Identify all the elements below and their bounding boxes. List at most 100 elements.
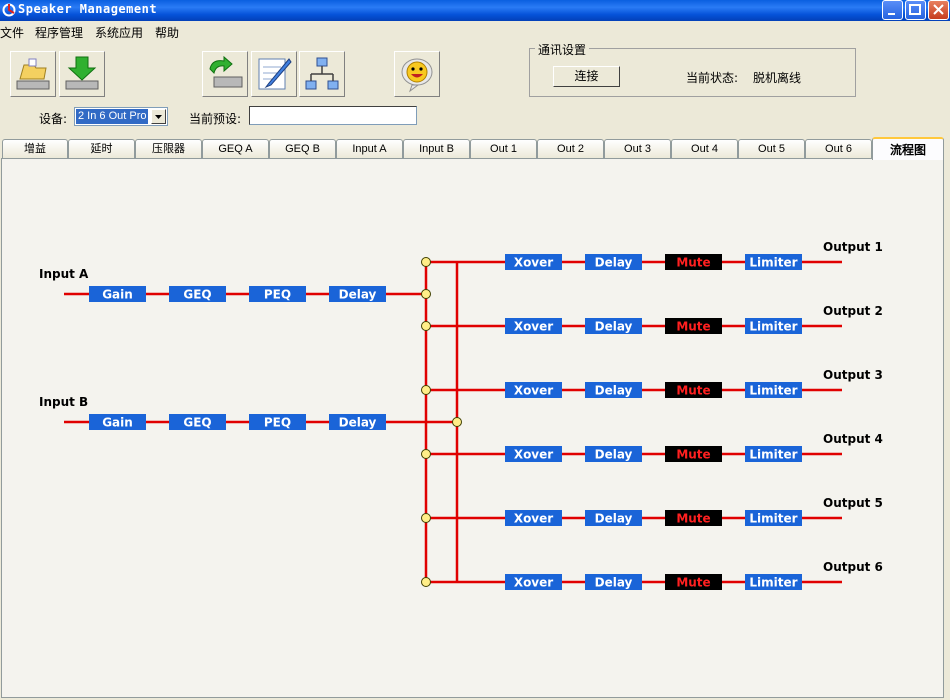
tab-out-6[interactable]: Out 6	[805, 139, 872, 158]
output-3-delay-block[interactable]	[585, 382, 642, 398]
menu-program[interactable]: 程序管理	[35, 26, 84, 40]
preset-field[interactable]	[249, 106, 417, 125]
output-1-limiter-block[interactable]	[745, 254, 802, 270]
input-1-gain-block[interactable]	[89, 286, 146, 302]
device-label: 设备:	[39, 112, 68, 126]
open-folder-icon	[16, 58, 50, 90]
output-4-mute-block[interactable]	[665, 446, 722, 462]
status-value: 脱机离线	[753, 71, 802, 85]
tab-out-1[interactable]: Out 1	[470, 139, 537, 158]
title-bar[interactable]: Speaker Management	[0, 0, 950, 21]
menu-system[interactable]: 系统应用	[95, 26, 144, 40]
output-2-limiter-block[interactable]	[745, 318, 802, 334]
minimize-button[interactable]	[882, 0, 903, 20]
output-4-delay-block[interactable]	[585, 446, 642, 462]
output-1-xover-block[interactable]	[505, 254, 562, 270]
output-3-limiter-block[interactable]	[745, 382, 802, 398]
input-1-peq-block[interactable]	[249, 286, 306, 302]
open-file-button[interactable]	[10, 51, 56, 97]
output-1-mute-block[interactable]	[665, 254, 722, 270]
output-4-delay-label: Delay	[595, 448, 633, 462]
window-title: Speaker Management	[18, 2, 158, 16]
tab-out-2[interactable]: Out 2	[537, 139, 604, 158]
output-2-mute-block[interactable]	[665, 318, 722, 334]
output-5-xover-block[interactable]	[505, 510, 562, 526]
download-button[interactable]	[59, 51, 105, 97]
device-select-arrow[interactable]	[151, 109, 166, 124]
input-2-gain-label: Gain	[102, 416, 133, 430]
comm-settings-group	[529, 48, 856, 97]
output-1-delay-block[interactable]	[585, 254, 642, 270]
output-3-xover-block[interactable]	[505, 382, 562, 398]
tab-out-4[interactable]: Out 4	[671, 139, 738, 158]
edit-button[interactable]	[251, 51, 297, 97]
tab-geq-a[interactable]: GEQ A	[202, 139, 269, 158]
output-6-delay-label: Delay	[595, 576, 633, 590]
output-6-xover-block[interactable]	[505, 574, 562, 590]
tab-geq-b[interactable]: GEQ B	[269, 139, 336, 158]
output-5-mute-block[interactable]	[665, 510, 722, 526]
help-button[interactable]	[394, 51, 440, 97]
output-2-xover-block[interactable]	[505, 318, 562, 334]
output-6-xover-label: Xover	[514, 576, 553, 590]
tab-delay[interactable]: 延时	[68, 139, 135, 158]
output-label-2: Output 2	[823, 304, 883, 318]
input-2-peq-block[interactable]	[249, 414, 306, 430]
output-3-mute-block[interactable]	[665, 382, 722, 398]
maximize-button[interactable]	[905, 0, 926, 20]
tab-input-a[interactable]: Input A	[336, 139, 403, 158]
tab-gain[interactable]: 增益	[2, 139, 68, 158]
preset-label: 当前预设:	[189, 112, 242, 126]
device-select[interactable]: 2 In 6 Out Pro	[74, 107, 168, 126]
menu-file[interactable]: 文件	[0, 26, 25, 40]
output-3-delay-label: Delay	[595, 384, 633, 398]
upload-button[interactable]	[202, 51, 248, 97]
input-1-delay-block[interactable]	[329, 286, 386, 302]
status-label: 当前状态:	[686, 71, 739, 85]
input-2-geq-block[interactable]	[169, 414, 226, 430]
junction-input-b	[452, 417, 462, 427]
input-2-peq-label: PEQ	[264, 416, 291, 430]
output-6-delay-block[interactable]	[585, 574, 642, 590]
output-5-limiter-block[interactable]	[745, 510, 802, 526]
network-button[interactable]	[299, 51, 345, 97]
junction-left-4	[421, 449, 431, 459]
input-2-delay-label: Delay	[339, 416, 377, 430]
menu-help[interactable]: 帮助	[155, 26, 180, 40]
output-1-xover-label: Xover	[514, 256, 553, 270]
input-1-delay-label: Delay	[339, 288, 377, 302]
tab-input-b[interactable]: Input B	[403, 139, 470, 158]
output-4-xover-block[interactable]	[505, 446, 562, 462]
close-icon	[933, 4, 944, 15]
output-3-xover-label: Xover	[514, 384, 553, 398]
output-6-mute-block[interactable]	[665, 574, 722, 590]
output-label-1: Output 1	[823, 240, 883, 254]
output-4-mute-label: Mute	[676, 448, 710, 462]
junction-left-1	[421, 257, 431, 267]
junction-left-6	[421, 577, 431, 587]
input-2-delay-block[interactable]	[329, 414, 386, 430]
tab-compressor[interactable]: 压限器	[135, 139, 202, 158]
input-1-geq-block[interactable]	[169, 286, 226, 302]
input-2-gain-block[interactable]	[89, 414, 146, 430]
output-6-limiter-label: Limiter	[749, 576, 797, 590]
junction-left-2	[421, 321, 431, 331]
tab-out-5[interactable]: Out 5	[738, 139, 805, 158]
junction-input-a	[421, 289, 431, 299]
output-5-xover-label: Xover	[514, 512, 553, 526]
output-6-limiter-block[interactable]	[745, 574, 802, 590]
tab-flowchart[interactable]: 流程图	[872, 137, 944, 160]
output-1-mute-label: Mute	[676, 256, 710, 270]
upload-device-icon	[209, 55, 243, 88]
close-button[interactable]	[928, 0, 949, 20]
output-5-mute-label: Mute	[676, 512, 710, 526]
output-label-3: Output 3	[823, 368, 883, 382]
tab-out-3[interactable]: Out 3	[604, 139, 671, 158]
output-1-limiter-label: Limiter	[749, 256, 797, 270]
output-5-delay-block[interactable]	[585, 510, 642, 526]
output-2-delay-block[interactable]	[585, 318, 642, 334]
output-4-limiter-block[interactable]	[745, 446, 802, 462]
output-2-xover-label: Xover	[514, 320, 553, 334]
connect-button[interactable]: 连接	[553, 66, 620, 87]
input-label-2: Input B	[39, 395, 88, 409]
